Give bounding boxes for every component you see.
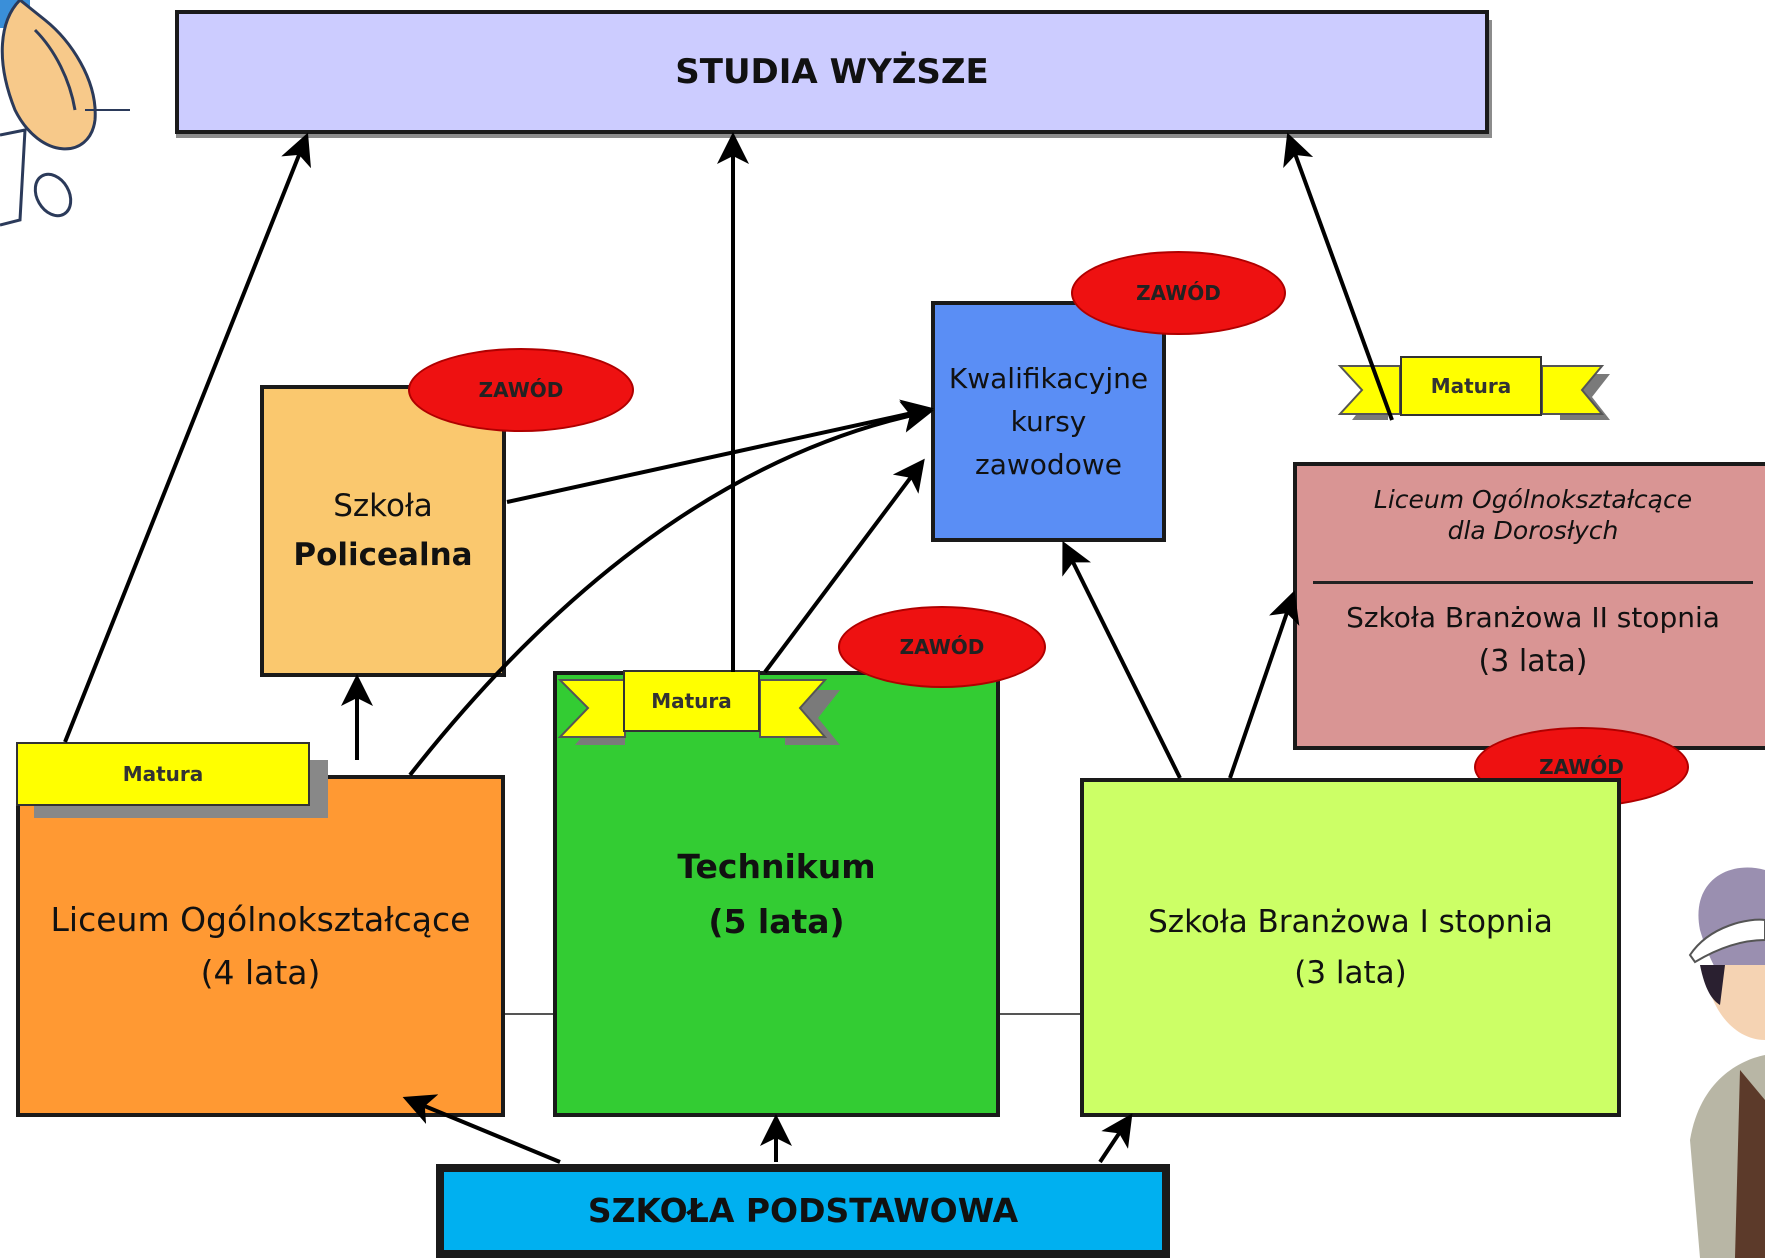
zawod-badge-technikum: ZAWÓD: [838, 606, 1046, 688]
arrow-podstawowa-to-liceum: [402, 1094, 561, 1164]
primary-school-label: SZKOŁA PODSTAWOWA: [587, 1191, 1019, 1231]
post-secondary-line2: Policealna: [293, 537, 473, 573]
general-high-school-box: Liceum Ogólnokształcące (4 lata): [16, 775, 505, 1117]
matura-label-liceum: Matura: [16, 742, 310, 806]
zawod-badge-policealna: ZAWÓD: [408, 348, 634, 432]
general-high-school-line1: Liceum Ogólnokształcące: [50, 899, 471, 939]
hand-cursor-icon: [0, 0, 130, 227]
arrow-liceum-to-kursy: [408, 401, 934, 777]
student-illustration: [1688, 867, 1765, 1258]
arrow-podstawowa-to-branzowa1: [1098, 1113, 1133, 1164]
vocational-courses-line1: Kwalifikacyjne: [948, 362, 1149, 395]
higher-education-label: STUDIA WYŻSZE: [675, 51, 989, 92]
vocational-1st-degree-line2: (3 lata): [1294, 954, 1407, 991]
technical-school-line1: Technikum: [677, 846, 876, 886]
vocational-1st-degree-box: Szkoła Branżowa I stopnia (3 lata): [1080, 778, 1621, 1117]
adult-school-divider: [1313, 580, 1753, 584]
arrow-policealna-to-kursy: [506, 399, 934, 504]
zawod-badge-kursy: ZAWÓD: [1071, 251, 1286, 335]
vocational-2nd-degree-line: Szkoła Branżowa II stopnia: [1346, 600, 1720, 634]
arrow-branzowa1-to-kursy: [1062, 540, 1182, 779]
matura-label-dorosli: Matura: [1400, 356, 1542, 416]
post-secondary-line1: Szkoła: [333, 488, 433, 525]
general-high-school-line2: (4 lata): [200, 953, 321, 992]
higher-education-box: STUDIA WYŻSZE: [175, 10, 1489, 134]
technical-school-box: Technikum (5 lata): [553, 671, 1000, 1117]
arrow-dorosli-to-studia: [1283, 132, 1394, 421]
matura-label-technikum: Matura: [623, 670, 760, 732]
vocational-courses-line3: zawodowe: [975, 448, 1122, 481]
vocational-2nd-degree-years: (3 lata): [1478, 643, 1588, 679]
vocational-courses-box: Kwalifikacyjne kursy zawodowe: [931, 301, 1166, 542]
primary-school-box: SZKOŁA PODSTAWOWA: [436, 1164, 1170, 1258]
vocational-1st-degree-line1: Szkoła Branżowa I stopnia: [1148, 903, 1553, 940]
adult-school-line2: dla Dorosłych: [1447, 516, 1619, 546]
adult-school-line1: Liceum Ogólnokształcące: [1373, 485, 1693, 514]
arrow-technikum-to-kursy: [763, 458, 925, 674]
vocational-courses-line2: kursy: [1010, 405, 1087, 438]
arrow-liceum-to-studia: [63, 132, 311, 743]
arrow-branzowa1-to-dorosli: [1228, 590, 1300, 779]
adult-school-box: Liceum Ogólnokształcące dla Dorosłych Sz…: [1293, 462, 1765, 750]
technical-school-line2: (5 lata): [708, 902, 845, 941]
post-secondary-school-box: Szkoła Policealna: [260, 385, 506, 677]
